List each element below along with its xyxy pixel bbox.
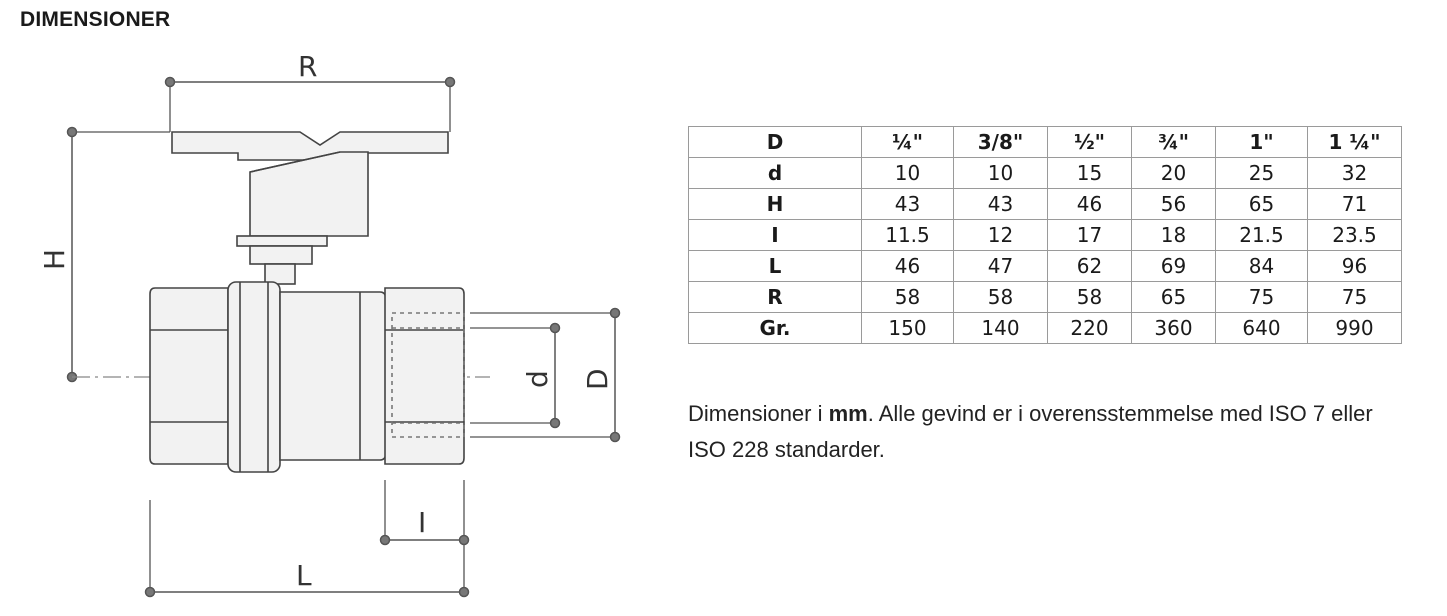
table-cell: 10 (861, 157, 954, 189)
table-cell: 18 (1131, 219, 1216, 251)
table-cell: 84 (1215, 250, 1308, 282)
table-cell: 17 (1047, 219, 1132, 251)
table-cell: 75 (1215, 281, 1308, 313)
table-cell: 10 (953, 157, 1048, 189)
table-row-label: I (688, 219, 862, 251)
table-cell: 47 (953, 250, 1048, 282)
table-cell: 65 (1215, 188, 1308, 220)
table-cell: 360 (1131, 312, 1216, 344)
valve-body (149, 131, 465, 473)
table-row-label: Gr. (688, 312, 862, 344)
label-L: L (296, 559, 312, 592)
table-cell: 220 (1047, 312, 1132, 344)
table-cell: 3/8" (953, 126, 1048, 158)
table-cell: 1 ¼" (1307, 126, 1402, 158)
table-cell: 21.5 (1215, 219, 1308, 251)
table-row-label: H (688, 188, 862, 220)
table-cell: 46 (861, 250, 954, 282)
label-D: D (581, 368, 614, 390)
label-R: R (298, 50, 317, 83)
table-cell: 43 (953, 188, 1048, 220)
page-title: DIMENSIONER (20, 8, 171, 31)
table-cell: 71 (1307, 188, 1402, 220)
table-cell: ½" (1047, 126, 1132, 158)
table-row-label: D (688, 126, 862, 158)
table-cell: 15 (1047, 157, 1132, 189)
table-cell: 62 (1047, 250, 1132, 282)
note-unit: mm (828, 401, 868, 426)
table-cell: 58 (953, 281, 1048, 313)
note-text-1: Dimensioner i (688, 401, 829, 426)
table-cell: 46 (1047, 188, 1132, 220)
table-cell: 23.5 (1307, 219, 1402, 251)
valve-dimension-drawing: R H d D I L (38, 50, 621, 598)
table-cell: 150 (861, 312, 954, 344)
table-cell: ¾" (1131, 126, 1216, 158)
label-H: H (38, 249, 71, 270)
table-cell: 140 (953, 312, 1048, 344)
table-cell: 58 (861, 281, 954, 313)
label-d: d (521, 370, 554, 388)
note-text-2: . Alle gevind er i overensstemmelse med … (688, 401, 1373, 462)
table-cell: 640 (1215, 312, 1308, 344)
table-row-label: d (688, 157, 862, 189)
table-cell: 96 (1307, 250, 1402, 282)
table-cell: ¼" (861, 126, 954, 158)
table-cell: 990 (1307, 312, 1402, 344)
table-cell: 43 (861, 188, 954, 220)
table-row-label: R (688, 281, 862, 313)
table-cell: 25 (1215, 157, 1308, 189)
table-cell: 56 (1131, 188, 1216, 220)
dimension-note: Dimensioner i mm. Alle gevind er i overe… (688, 396, 1408, 468)
table-cell: 75 (1307, 281, 1402, 313)
table-cell: 58 (1047, 281, 1132, 313)
table-cell: 20 (1131, 157, 1216, 189)
table-cell: 32 (1307, 157, 1402, 189)
label-I: I (418, 506, 426, 539)
table-cell: 1" (1215, 126, 1308, 158)
table-cell: 11.5 (861, 219, 954, 251)
table-cell: 12 (953, 219, 1048, 251)
table-cell: 69 (1131, 250, 1216, 282)
table-cell: 65 (1131, 281, 1216, 313)
table-row-label: L (688, 250, 862, 282)
